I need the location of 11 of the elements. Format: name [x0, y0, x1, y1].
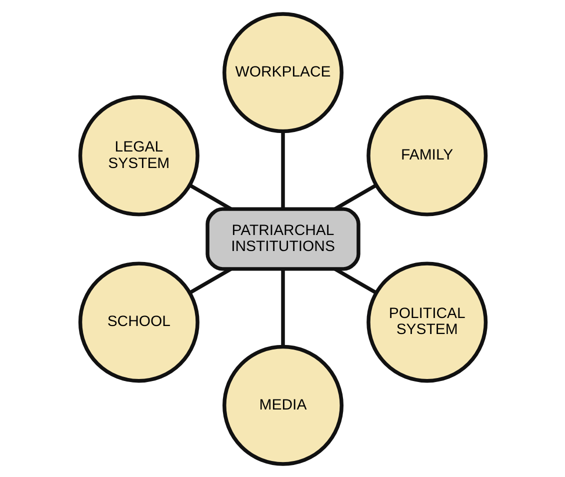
node-box: PATRIARCHAL INSTITUTIONS — [205, 206, 360, 270]
connector — [188, 183, 232, 210]
node-circle: MEDIA — [222, 344, 343, 466]
connector — [280, 130, 284, 208]
node-circle: FAMILY — [366, 94, 488, 216]
connector — [334, 183, 377, 210]
node-circle: POLITICAL SYSTEM — [366, 261, 488, 382]
node-circle: LEGAL SYSTEM — [78, 94, 199, 216]
node-circle: WORKPLACE — [222, 12, 343, 133]
connector — [280, 268, 284, 346]
node-circle: SCHOOL — [78, 261, 199, 382]
